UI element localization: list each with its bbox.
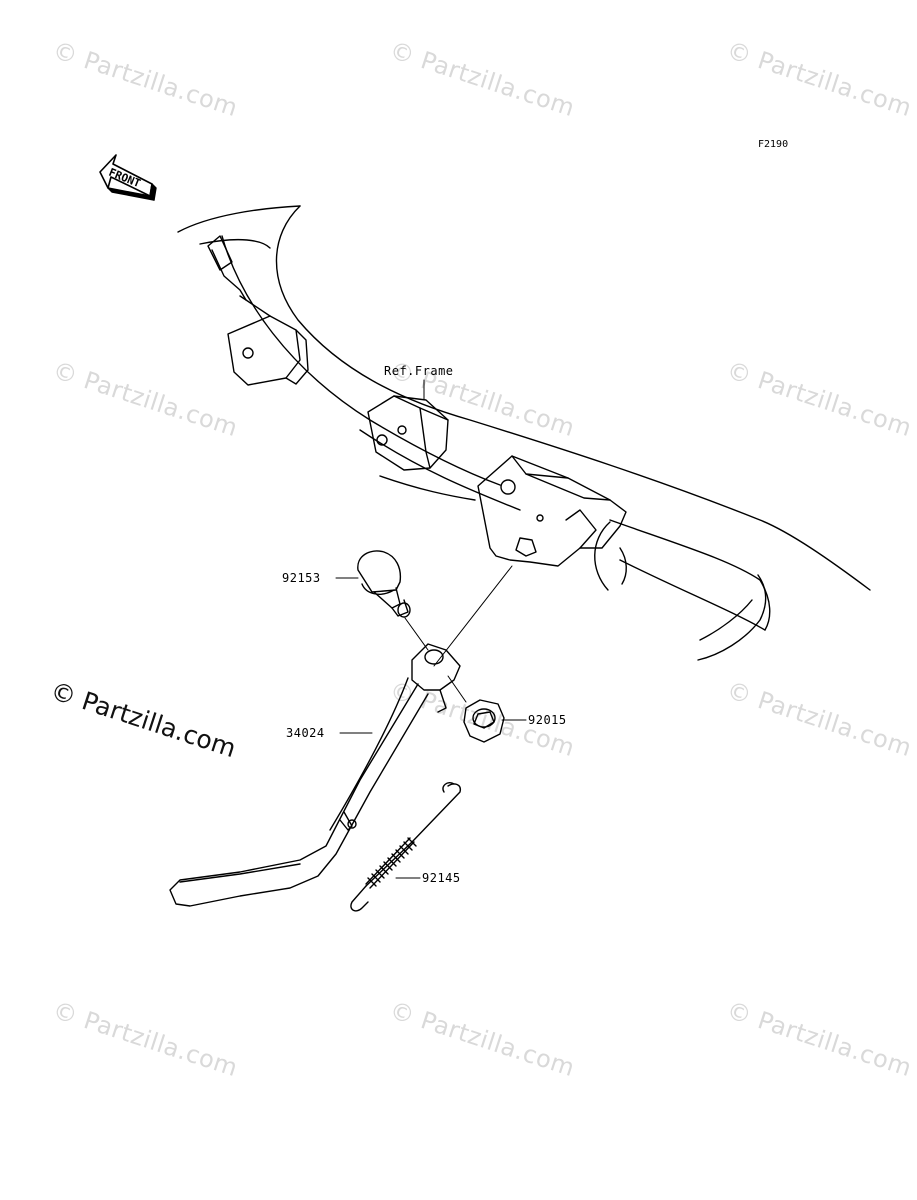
part-label-92153[interactable]: 92153	[282, 571, 321, 585]
mount-bracket	[477, 455, 627, 567]
assembly-line	[433, 565, 513, 667]
part-label-92145[interactable]: 92145	[422, 871, 461, 885]
frame	[177, 205, 871, 661]
assembly-line	[447, 675, 467, 703]
bolt-92153	[357, 550, 411, 618]
center-bracket	[367, 395, 449, 471]
nut-92015	[463, 699, 505, 743]
ref-frame-label: Ref.Frame	[384, 364, 454, 378]
part-label-92015[interactable]: 92015	[528, 713, 567, 727]
part-label-34024[interactable]: 34024	[286, 726, 325, 740]
front-arrow-icon	[99, 154, 157, 201]
left-bracket	[207, 235, 309, 386]
assembly-line	[404, 617, 429, 651]
spring-92145	[350, 782, 462, 912]
side-stand-34024	[169, 643, 461, 907]
diagram-id: F2190	[758, 139, 788, 150]
